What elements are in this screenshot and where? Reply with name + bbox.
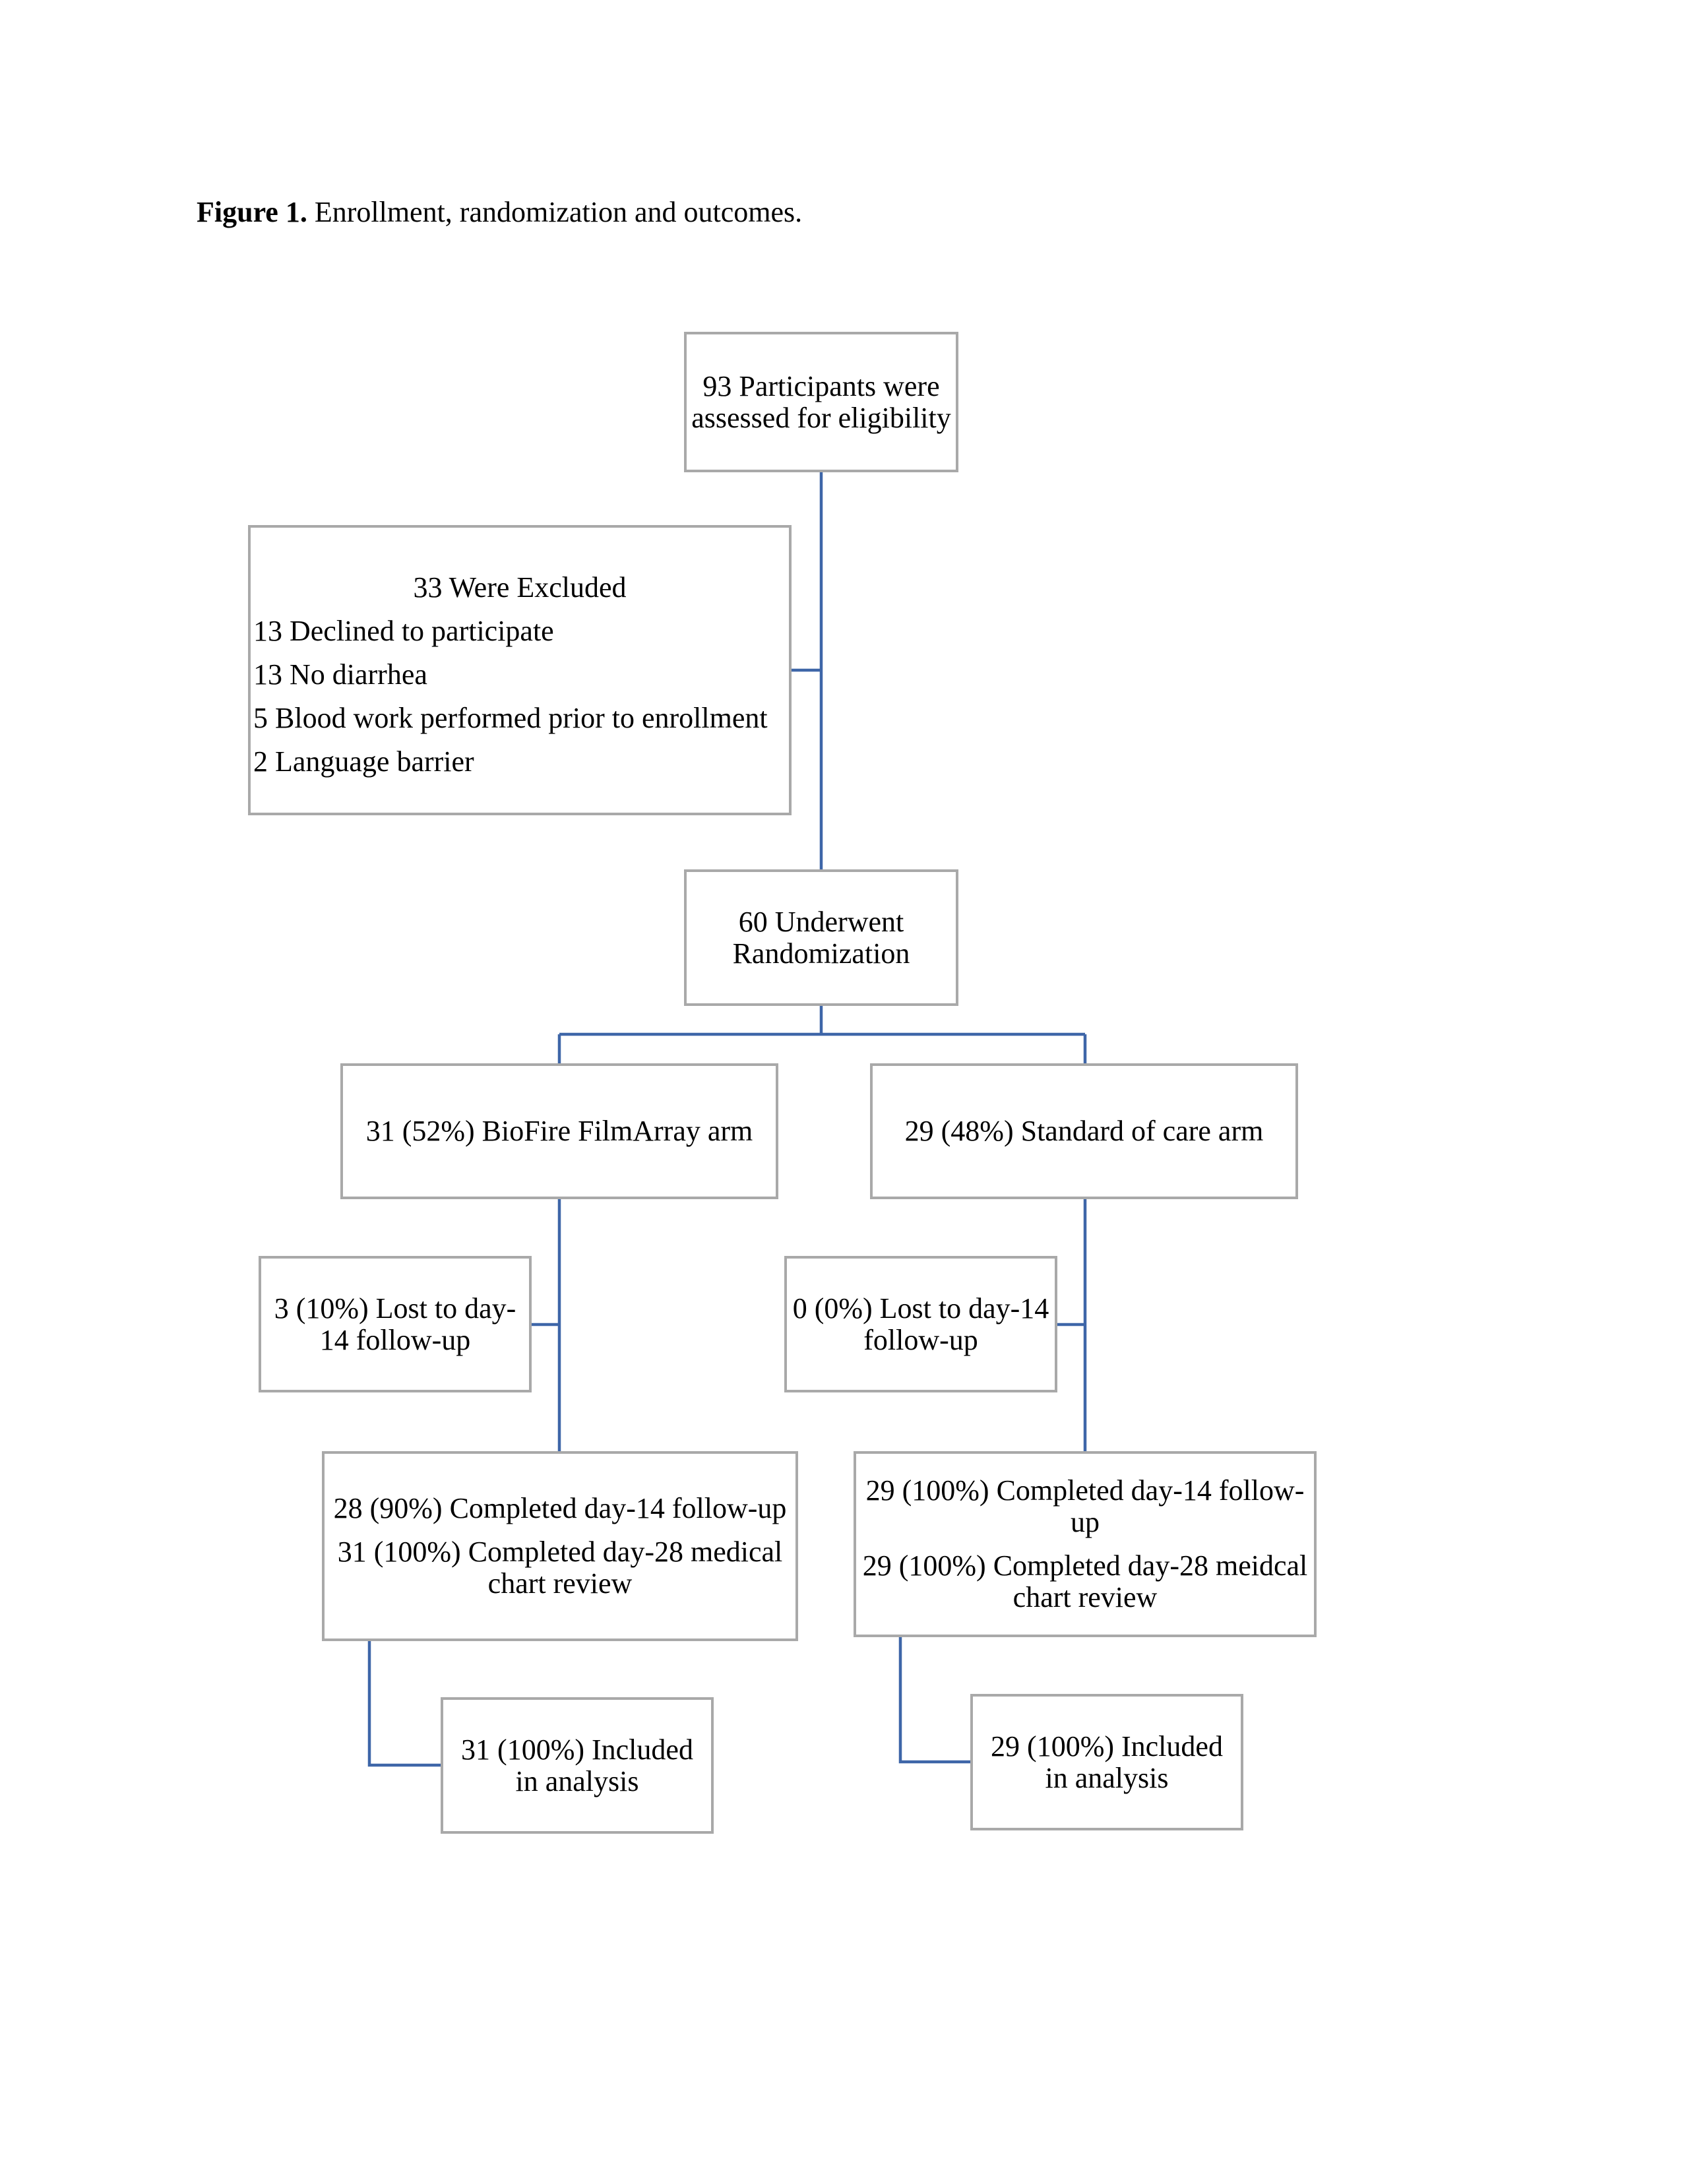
standard-arm-label: 29 (48%) Standard of care arm <box>904 1115 1264 1147</box>
biofire-arm-box: 31 (52%) BioFire FilmArray arm <box>340 1063 778 1199</box>
biofire-completed-day28-line-2: chart review <box>487 1567 633 1600</box>
biofire-arm-label: 31 (52%) BioFire FilmArray arm <box>365 1115 753 1147</box>
standard-arm-box: 29 (48%) Standard of care arm <box>870 1063 1298 1199</box>
biofire-analysis-box: 31 (100%) Included in analysis <box>441 1697 714 1834</box>
standard-completed-day14-line-1: 29 (100%) Completed day-14 follow- <box>865 1474 1305 1507</box>
biofire-analysis-line-2: in analysis <box>515 1764 639 1797</box>
biofire-completed-day14: 28 (90%) Completed day-14 follow-up <box>333 1492 787 1524</box>
excluded-reason: 13 No diarrhea <box>253 658 427 691</box>
excluded-reason: 5 Blood work performed prior to enrollme… <box>253 702 768 734</box>
figure-title: Enrollment, randomization and outcomes. <box>307 196 803 228</box>
randomization-line-1: 60 Underwent <box>738 905 904 938</box>
biofire-lost-line-1: 3 (10%) Lost to day- <box>274 1292 516 1325</box>
standard-completed-day28-line-2: chart review <box>1012 1581 1158 1613</box>
figure-label: Figure 1. <box>197 196 307 228</box>
excluded-title: 33 Were Excluded <box>413 571 627 604</box>
connector-randomization-split <box>557 1006 1087 1063</box>
standard-analysis-line-2: in analysis <box>1045 1761 1169 1794</box>
randomization-line-2: Randomization <box>732 937 910 970</box>
standard-completed-day14-line-2: up <box>1071 1506 1100 1538</box>
assessed-box: 93 Participants were assessed for eligib… <box>684 332 958 472</box>
excluded-reason: 13 Declined to participate <box>253 615 554 647</box>
connector-standard-analysis <box>898 1637 970 1764</box>
connector-biofire-analysis <box>367 1641 441 1767</box>
excluded-reason: 2 Language barrier <box>253 745 474 778</box>
standard-analysis-box: 29 (100%) Included in analysis <box>970 1694 1243 1830</box>
biofire-completed-box: 28 (90%) Completed day-14 follow-up 31 (… <box>322 1451 798 1641</box>
biofire-lost-box: 3 (10%) Lost to day- 14 follow-up <box>259 1256 532 1392</box>
standard-completed-box: 29 (100%) Completed day-14 follow- up 29… <box>854 1451 1317 1637</box>
randomization-box: 60 Underwent Randomization <box>684 869 958 1006</box>
standard-lost-box: 0 (0%) Lost to day-14 follow-up <box>784 1256 1057 1392</box>
assessed-line-2: assessed for eligibility <box>691 401 951 434</box>
figure-caption: Figure 1. Enrollment, randomization and … <box>197 195 802 229</box>
standard-analysis-line-1: 29 (100%) Included <box>991 1730 1223 1763</box>
biofire-analysis-line-1: 31 (100%) Included <box>461 1733 693 1766</box>
assessed-line-1: 93 Participants were <box>702 369 940 402</box>
biofire-completed-day28-line-1: 31 (100%) Completed day-28 medical <box>337 1536 783 1568</box>
biofire-lost-line-2: 14 follow-up <box>319 1323 471 1356</box>
standard-lost-line-1: 0 (0%) Lost to day-14 <box>792 1292 1049 1325</box>
excluded-box: 33 Were Excluded 13 Declined to particip… <box>248 525 792 815</box>
standard-lost-line-2: follow-up <box>863 1323 978 1356</box>
standard-completed-day28-line-1: 29 (100%) Completed day-28 meidcal <box>862 1549 1308 1582</box>
